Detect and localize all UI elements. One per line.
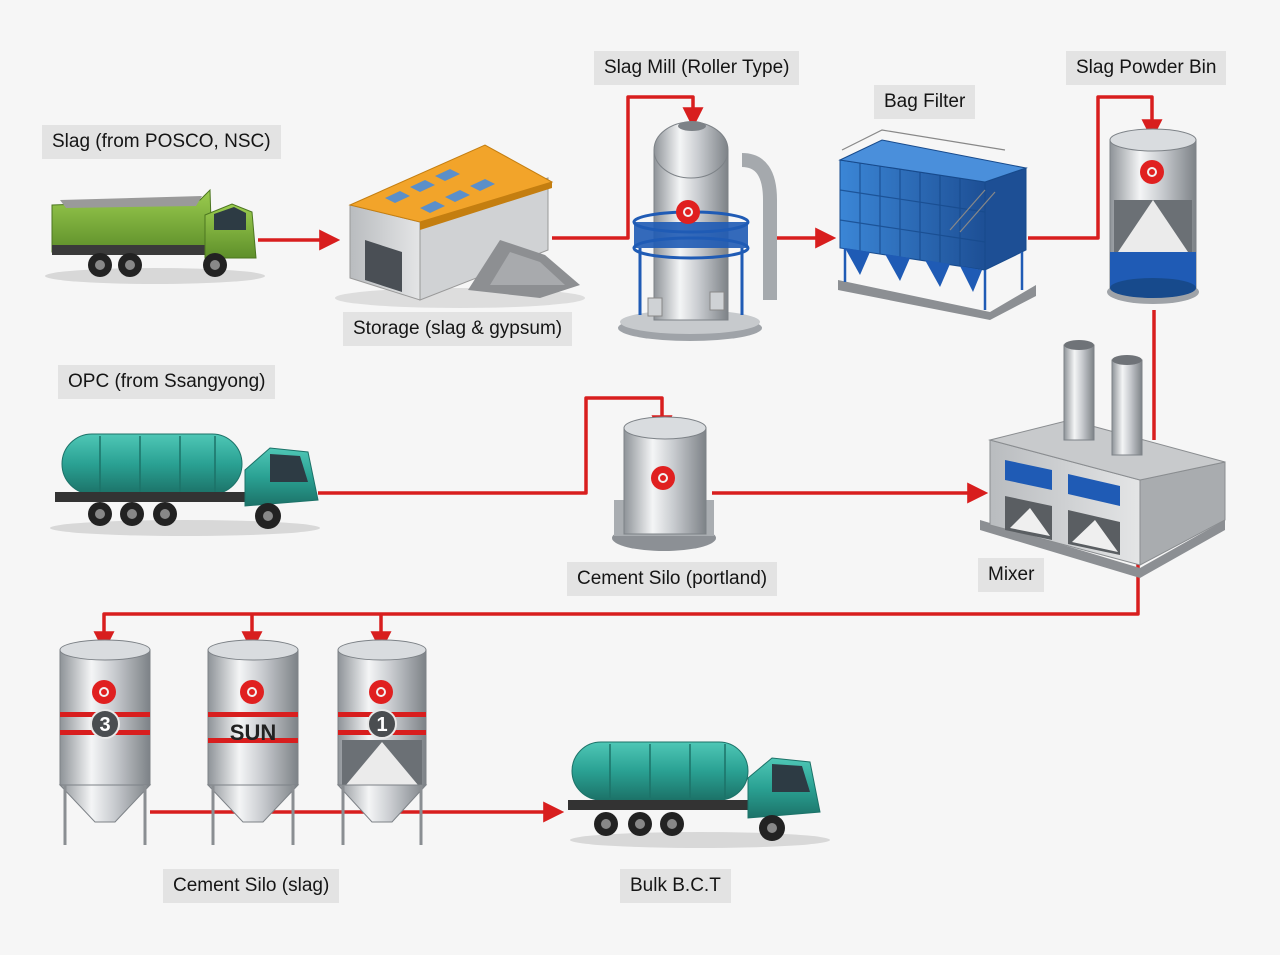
silo-right-number: 1 <box>376 714 387 736</box>
label-slag-source: Slag (from POSCO, NSC) <box>42 125 281 159</box>
opc-tanker-truck-icon <box>50 433 320 536</box>
slag-silo-middle-icon <box>206 639 300 845</box>
flow-lines <box>93 95 1163 823</box>
slag-powder-bin-icon <box>1107 128 1199 304</box>
label-bag-filter: Bag Filter <box>874 85 976 119</box>
label-slag-mill: Slag Mill (Roller Type) <box>594 51 800 85</box>
flow-storage-to-mill <box>552 95 704 240</box>
silo-middle-sun-mark: SUN <box>230 720 276 745</box>
slag-silo-left-icon <box>58 639 152 845</box>
label-slag-powder-bin: Slag Powder Bin <box>1066 51 1227 85</box>
label-bulk-bct: Bulk B.C.T <box>620 869 731 903</box>
slag-silo-right-icon <box>336 639 428 845</box>
portland-cement-silo-icon <box>612 416 716 551</box>
silo-left-number: 3 <box>99 714 110 736</box>
label-opc-source: OPC (from Ssangyong) <box>58 365 276 399</box>
bulk-bct-truck-icon <box>568 741 830 848</box>
flow-opc-to-silo <box>318 396 673 495</box>
flow-mixer-to-slag-silos <box>93 555 1140 653</box>
flow-bagfilter-to-bin <box>1028 95 1163 240</box>
label-cement-silo-portland: Cement Silo (portland) <box>567 562 778 596</box>
label-cement-silo-slag: Cement Silo (slag) <box>163 869 340 903</box>
slag-mill-icon <box>618 121 777 341</box>
bag-filter-icon <box>838 129 1036 320</box>
storage-warehouse-icon <box>335 144 585 308</box>
silo-marks: 3 SUN 1 <box>99 714 387 745</box>
mixer-plant-icon <box>980 340 1226 578</box>
dump-truck-icon <box>45 188 265 284</box>
label-mixer: Mixer <box>978 558 1045 592</box>
label-storage: Storage (slag & gypsum) <box>343 312 573 346</box>
